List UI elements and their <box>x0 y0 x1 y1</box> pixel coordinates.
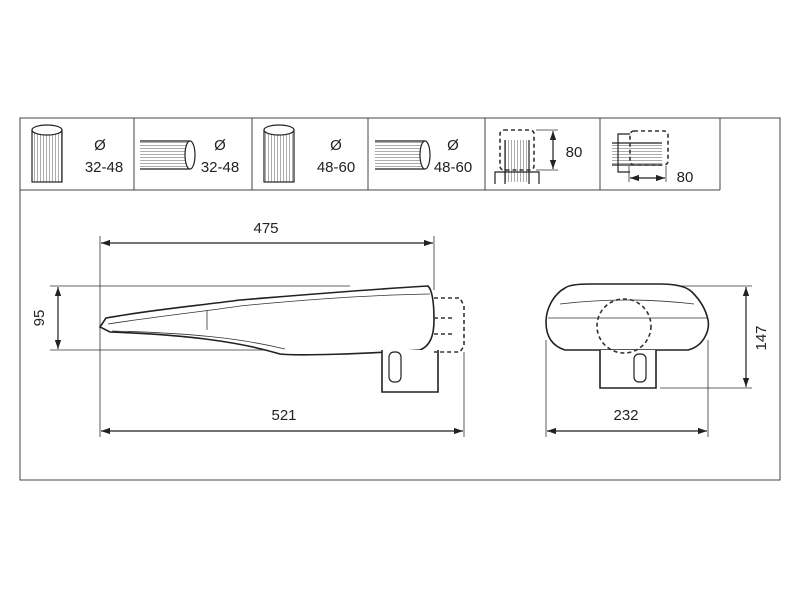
side-entry-spigot-icon <box>612 130 669 173</box>
luminaire-body-outline <box>98 285 435 356</box>
vertical-pole-icon <box>31 124 63 183</box>
diameter-symbol: Ø <box>214 137 226 154</box>
length-total-label: 521 <box>271 407 296 424</box>
mounting-option-post-top: 80 <box>494 129 583 184</box>
dimension-height-side: 95 <box>31 287 62 349</box>
height-side-label: 95 <box>31 310 48 327</box>
dimension-length-total: 521 <box>101 407 463 435</box>
luminaire-head-outline <box>545 283 710 351</box>
diameter-symbol: Ø <box>330 137 342 154</box>
end-view <box>545 283 752 437</box>
length-top-label: 475 <box>253 220 278 237</box>
mounting-bracket <box>381 350 439 393</box>
diameter-range: 32-48 <box>201 159 239 176</box>
mounting-option-side-entry: 80 <box>612 130 694 186</box>
vertical-pole-icon <box>263 124 295 183</box>
depth-dimension-arrow <box>628 166 667 182</box>
mounting-option-horizontal-32-48: Ø 32-48 <box>140 137 239 176</box>
height-end-label: 147 <box>753 325 770 350</box>
depth-dimension-arrow <box>536 129 558 171</box>
pole-spigot-dashed <box>434 297 465 353</box>
dimension-height-end: 147 <box>742 287 770 387</box>
insertion-depth-label: 80 <box>566 144 583 161</box>
drawing-frame <box>19 117 781 481</box>
mounting-option-vertical-32-48: Ø 32-48 <box>31 124 123 183</box>
dimension-length-top: 475 <box>101 220 433 247</box>
mounting-option-vertical-48-60: Ø 48-60 <box>263 124 355 183</box>
pole-section-dashed <box>596 298 652 354</box>
mounting-option-horizontal-48-60: Ø 48-60 <box>375 137 472 176</box>
diameter-symbol: Ø <box>447 137 459 154</box>
diameter-symbol: Ø <box>94 137 106 154</box>
horizontal-pole-icon <box>375 140 431 170</box>
diameter-range: 48-60 <box>317 159 355 176</box>
diameter-range: 48-60 <box>434 159 472 176</box>
mounting-bracket <box>599 350 657 389</box>
insertion-depth-label: 80 <box>677 169 694 186</box>
diameter-range: 32-48 <box>85 159 123 176</box>
side-view <box>50 236 465 437</box>
dimension-width-end: 232 <box>547 407 707 435</box>
horizontal-pole-icon <box>140 140 196 170</box>
post-top-spigot-icon <box>494 129 540 184</box>
width-end-label: 232 <box>613 407 638 424</box>
